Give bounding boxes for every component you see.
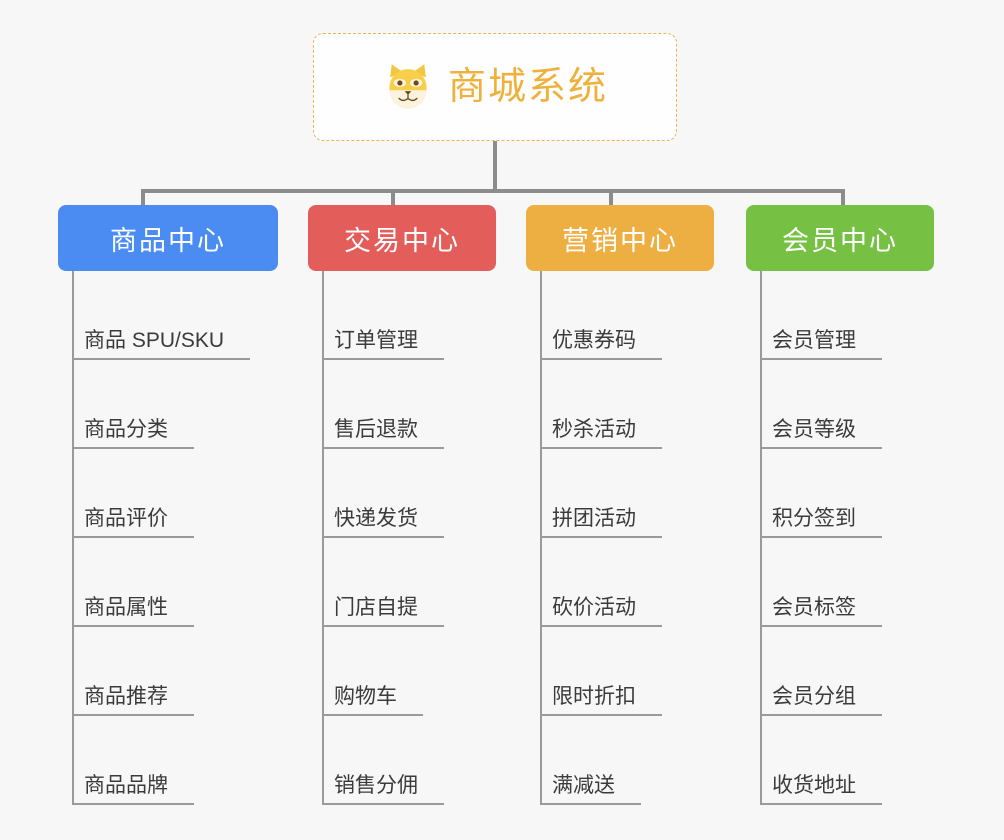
list-item-rule [760, 358, 882, 360]
root-node[interactable]: 商城系统 [313, 33, 677, 141]
branch-spine-4 [760, 271, 762, 805]
list-item-label: 收货地址 [772, 774, 856, 797]
list-item[interactable]: 限时折扣 [526, 627, 746, 716]
list-item[interactable]: 秒杀活动 [526, 360, 746, 449]
branch-header-2[interactable]: 交易中心 [308, 205, 496, 271]
branch-column-4: 会员中心 会员管理 会员等级 积分签到 会员标签 会员分组 [746, 205, 966, 805]
list-item-rule [760, 625, 882, 627]
list-item-label: 会员管理 [772, 329, 856, 352]
branch-items-3: 优惠券码 秒杀活动 拼团活动 砍价活动 限时折扣 满减送 [526, 271, 746, 805]
connector-drop-4 [841, 189, 845, 209]
list-item-rule [540, 625, 662, 627]
list-item-label: 商品属性 [84, 596, 168, 619]
list-item-rule [322, 447, 444, 449]
list-item[interactable]: 积分签到 [746, 449, 966, 538]
list-item-rule [72, 714, 194, 716]
branch-column-2: 交易中心 订单管理 售后退款 快递发货 门店自提 购物车 [308, 205, 528, 805]
list-item-label: 快递发货 [334, 507, 418, 530]
list-item-label: 优惠券码 [552, 329, 636, 352]
branch-spine-1 [72, 271, 74, 805]
list-item[interactable]: 销售分佣 [308, 716, 528, 805]
branch-column-1: 商品中心 商品 SPU/SKU 商品分类 商品评价 商品属性 商品推荐 [58, 205, 278, 805]
list-item-label: 商品分类 [84, 418, 168, 441]
list-item-label: 会员分组 [772, 685, 856, 708]
list-item[interactable]: 商品品牌 [58, 716, 278, 805]
branch-items-1: 商品 SPU/SKU 商品分类 商品评价 商品属性 商品推荐 商品品牌 [58, 271, 278, 805]
list-item[interactable]: 会员分组 [746, 627, 966, 716]
list-item-label: 购物车 [334, 685, 397, 708]
connector-root-stem [493, 141, 497, 191]
list-item[interactable]: 售后退款 [308, 360, 528, 449]
list-item-label: 商品评价 [84, 507, 168, 530]
connector-drop-1 [141, 189, 145, 209]
list-item[interactable]: 商品推荐 [58, 627, 278, 716]
list-item-rule [72, 358, 250, 360]
branch-spine-2 [322, 271, 324, 805]
list-item-label: 商品品牌 [84, 774, 168, 797]
list-item[interactable]: 满减送 [526, 716, 746, 805]
list-item-rule [760, 803, 882, 805]
connector-drop-3 [609, 189, 613, 209]
branch-header-1[interactable]: 商品中心 [58, 205, 278, 271]
list-item-label: 门店自提 [334, 596, 418, 619]
list-item[interactable]: 商品分类 [58, 360, 278, 449]
list-item-label: 会员等级 [772, 418, 856, 441]
list-item-rule [322, 358, 444, 360]
list-item[interactable]: 拼团活动 [526, 449, 746, 538]
list-item[interactable]: 门店自提 [308, 538, 528, 627]
list-item-label: 订单管理 [334, 329, 418, 352]
list-item-label: 拼团活动 [552, 507, 636, 530]
list-item[interactable]: 商品 SPU/SKU [58, 271, 278, 360]
list-item-label: 商品 SPU/SKU [84, 329, 225, 352]
list-item-rule [760, 714, 882, 716]
list-item-rule [322, 625, 444, 627]
list-item[interactable]: 收货地址 [746, 716, 966, 805]
list-item[interactable]: 商品评价 [58, 449, 278, 538]
list-item[interactable]: 优惠券码 [526, 271, 746, 360]
root-title: 商城系统 [447, 66, 608, 108]
list-item[interactable]: 商品属性 [58, 538, 278, 627]
list-item[interactable]: 订单管理 [308, 271, 528, 360]
list-item-label: 秒杀活动 [552, 418, 636, 441]
list-item[interactable]: 会员标签 [746, 538, 966, 627]
branch-column-3: 营销中心 优惠券码 秒杀活动 拼团活动 砍价活动 限时折扣 [526, 205, 746, 805]
branch-header-3[interactable]: 营销中心 [526, 205, 714, 271]
list-item-rule [322, 536, 444, 538]
list-item-rule [72, 625, 194, 627]
list-item-rule [72, 536, 194, 538]
list-item-rule [760, 536, 882, 538]
list-item[interactable]: 购物车 [308, 627, 528, 716]
list-item-label: 会员标签 [772, 596, 856, 619]
connector-horizontal-bus [141, 189, 845, 193]
list-item-label: 售后退款 [334, 418, 418, 441]
list-item-rule [540, 536, 662, 538]
list-item-rule [760, 447, 882, 449]
list-item-rule [540, 803, 641, 805]
branch-items-4: 会员管理 会员等级 积分签到 会员标签 会员分组 收货地址 [746, 271, 966, 805]
list-item-rule [540, 447, 662, 449]
shiba-dog-face-icon [382, 61, 434, 113]
list-item[interactable]: 会员等级 [746, 360, 966, 449]
list-item-label: 限时折扣 [552, 685, 636, 708]
list-item-label: 商品推荐 [84, 685, 168, 708]
branch-spine-3 [540, 271, 542, 805]
list-item[interactable]: 会员管理 [746, 271, 966, 360]
list-item-label: 满减送 [552, 774, 615, 797]
list-item-rule [322, 803, 444, 805]
list-item-label: 销售分佣 [334, 774, 418, 797]
list-item-rule [72, 447, 194, 449]
list-item-rule [322, 714, 423, 716]
list-item[interactable]: 砍价活动 [526, 538, 746, 627]
list-item-label: 积分签到 [772, 507, 856, 530]
connector-drop-2 [391, 189, 395, 209]
branch-items-2: 订单管理 售后退款 快递发货 门店自提 购物车 销售分佣 [308, 271, 528, 805]
branch-header-4[interactable]: 会员中心 [746, 205, 934, 271]
list-item-rule [540, 714, 662, 716]
list-item[interactable]: 快递发货 [308, 449, 528, 538]
list-item-rule [72, 803, 194, 805]
list-item-label: 砍价活动 [552, 596, 636, 619]
list-item-rule [540, 358, 662, 360]
